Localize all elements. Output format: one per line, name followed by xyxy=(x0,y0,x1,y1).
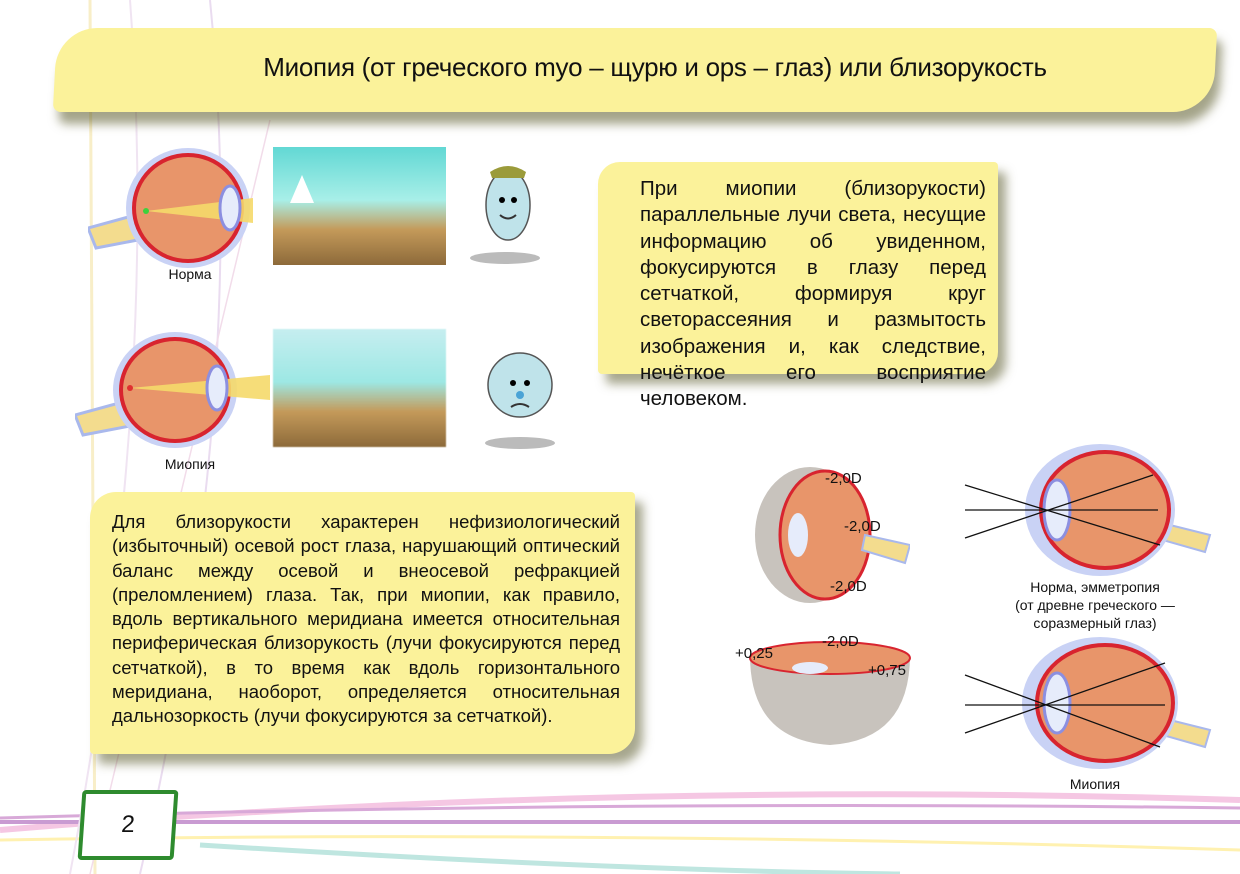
vertical-section-eye xyxy=(755,467,910,603)
myopia-definition-note: При миопии (близорукости) параллельные л… xyxy=(598,162,998,410)
emmetropia-caption-line1: Норма, эмметропия xyxy=(1030,579,1160,595)
vertical-label-top: -2,0D xyxy=(825,470,862,487)
blurred-scene-image xyxy=(273,329,446,447)
horizontal-label-left: +0,25 xyxy=(735,645,773,662)
vertical-label-middle: -2,0D xyxy=(844,518,881,535)
myopia-caption-right: Миопия xyxy=(1069,776,1121,792)
normal-caption: Норма xyxy=(168,266,212,282)
emmetropia-caption-line3: соразмерный глаз) xyxy=(1033,615,1157,631)
emmetropia-caption: Норма, эмметропия (от древне греческого … xyxy=(990,578,1200,632)
axial-growth-note: Для близорукости характерен нефизиологич… xyxy=(90,492,635,754)
axial-growth-text: Для близорукости характерен нефизиологич… xyxy=(112,511,620,727)
horizontal-label-center: -2,0D xyxy=(822,633,859,650)
page-title: Миопия (от греческого myo – щурю и ops –… xyxy=(263,52,1047,82)
emmetropia-caption-line2: (от древне греческого — xyxy=(1015,597,1175,613)
sad-lens-mascot xyxy=(485,352,555,449)
happy-lens-mascot xyxy=(470,166,540,264)
page-number-badge: 2 xyxy=(77,790,179,860)
clear-scene-image xyxy=(273,147,446,265)
vertical-label-bottom: -2,0D xyxy=(830,578,867,595)
myopia-ray-diagram xyxy=(964,637,1212,769)
horizontal-section-eye xyxy=(749,641,911,745)
myopia-eye-diagram xyxy=(75,332,270,448)
horizontal-label-right: +0,75 xyxy=(868,662,906,679)
page-number: 2 xyxy=(120,811,136,838)
sailboat-icon xyxy=(290,175,314,203)
normal-eye-diagram xyxy=(88,148,253,268)
myopia-caption-left: Миопия xyxy=(164,456,216,472)
myopia-definition-text: При миопии (близорукости) параллельные л… xyxy=(640,177,986,411)
emmetropia-ray-diagram xyxy=(964,444,1212,576)
